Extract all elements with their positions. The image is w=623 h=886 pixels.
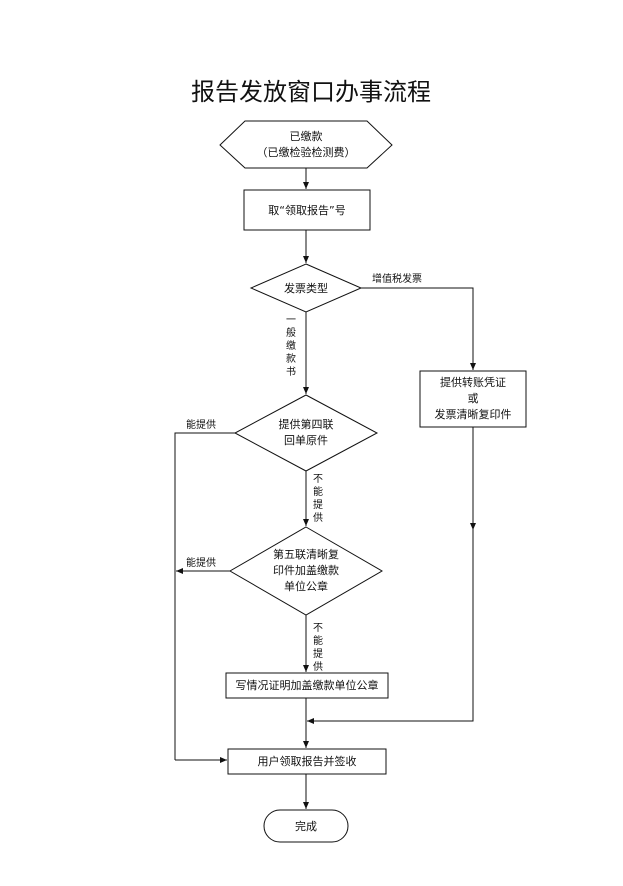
provide-5th-line2: 印件加盖缴款 (273, 563, 339, 577)
write-statement-box (225, 672, 389, 699)
start-line2: （已缴检验检测费） (257, 145, 356, 159)
provide-transfer-line2: 或 (468, 392, 479, 405)
can-provide-label-2: 能提供 (186, 556, 216, 569)
invoice-type-label: 发票类型 (284, 281, 328, 295)
provide-5th-line1: 第五联清晰复 (273, 547, 339, 561)
cannot-provide-2-char-4: 供 (313, 660, 323, 673)
general-payment-char-2: 般 (286, 326, 296, 339)
get-number-label: 取“领取报告”号 (268, 203, 345, 217)
cannot-provide-2-char-1: 不 (313, 623, 323, 634)
provide-5th-line3: 单位公章 (284, 579, 328, 593)
provide-4th-line1: 提供第四联 (279, 417, 334, 431)
collect-label: 用户领取报告并签收 (258, 754, 357, 768)
general-payment-char-5: 书 (286, 366, 296, 378)
start-line1: 已缴款 (290, 129, 323, 143)
end-node (263, 809, 349, 843)
cannot-provide-1-char-2: 能 (313, 485, 323, 498)
collect-box (227, 748, 387, 775)
page-title: 报告发放窗口办事流程 (191, 78, 431, 106)
cannot-provide-2-char-2: 能 (313, 634, 323, 647)
provide-transfer-line1: 提供转账凭证 (440, 375, 506, 389)
general-payment-char-4: 款 (286, 352, 296, 365)
arrow-type-to-transfer (361, 287, 476, 370)
can-provide-label-1: 能提供 (186, 418, 216, 431)
provide-4th-line2: 回单原件 (284, 434, 328, 447)
provide-transfer-box (419, 370, 527, 428)
cannot-provide-1-char-3: 提 (313, 499, 323, 511)
cannot-provide-2-char-3: 提 (313, 648, 323, 660)
start-node (219, 120, 393, 169)
vat-invoice-label: 增值税发票 (372, 272, 422, 285)
provide-transfer-line3: 发票清晰复印件 (435, 407, 512, 421)
provide-4th-diamond (233, 394, 379, 472)
get-number-box (243, 189, 371, 231)
cannot-provide-1-char-4: 供 (313, 511, 323, 524)
general-payment-char-1: 一 (286, 315, 296, 326)
cannot-provide-1-char-1: 不 (313, 474, 323, 485)
end-label: 完成 (295, 819, 317, 833)
line-can-provide-1 (174, 432, 235, 760)
general-payment-char-3: 缴 (286, 339, 296, 352)
write-statement-label: 写情况证明加盖缴款单位公章 (236, 678, 379, 692)
